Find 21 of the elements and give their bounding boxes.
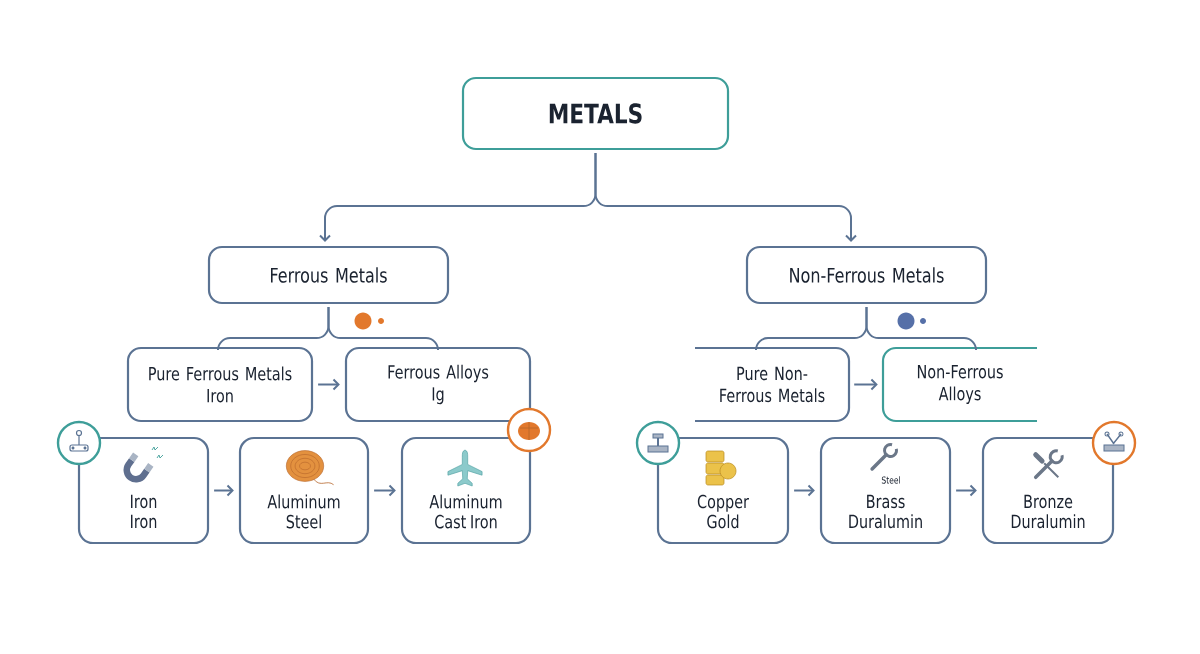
title-box: METALS <box>461 76 730 151</box>
category-box: Ferrous Metals <box>207 245 450 305</box>
category-box: Non-Ferrous Metals <box>745 245 988 305</box>
item-card: Aluminum Cast Iron <box>400 436 532 545</box>
item-card: Aluminum Steel <box>238 436 370 545</box>
arrow <box>594 152 857 242</box>
group-box: Pure Non-Ferrous Metals <box>695 346 851 423</box>
arrow <box>373 484 396 497</box>
arrow <box>793 484 815 497</box>
item-card: Iron Iron <box>77 436 210 545</box>
arrow <box>955 484 977 497</box>
arrow <box>213 484 234 497</box>
group-box: Ferrous Alloys Ig <box>344 346 532 423</box>
group-box: Non-Ferrous Alloys <box>881 346 1037 423</box>
icon-caption: Steel <box>881 476 900 484</box>
arrow <box>317 378 340 391</box>
arrow <box>853 378 878 391</box>
group-box: Pure Ferrous Metals Iron <box>126 346 314 423</box>
item-card: Copper Gold <box>656 436 790 545</box>
item-card: Bronze Duralumin <box>981 436 1115 545</box>
connector-line <box>865 306 977 352</box>
